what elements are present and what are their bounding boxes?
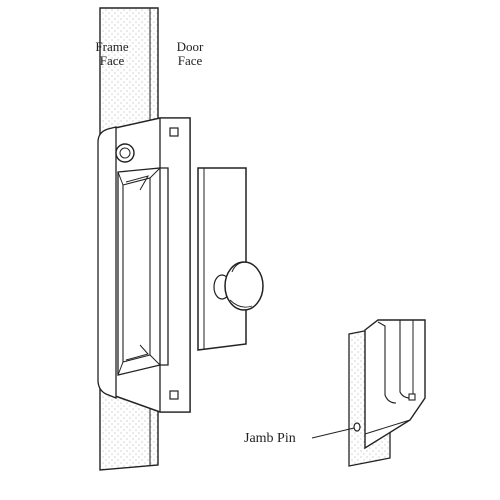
door-face-label: Door Face <box>176 39 204 68</box>
knob-shadow-line <box>229 299 253 308</box>
square-hole-bottom <box>169 390 179 400</box>
jamb-pin-leader <box>311 427 355 439</box>
knob-rose-plate <box>197 167 247 351</box>
knob <box>224 261 264 311</box>
strike-pocket-inner <box>122 177 151 363</box>
pocket-bevel-1 <box>117 171 124 186</box>
pocket-bevel-3 <box>149 354 161 366</box>
detail-plate <box>364 319 426 450</box>
square-hole-top <box>169 127 179 137</box>
screw-hole-inner <box>119 147 131 159</box>
pocket-chevron-top <box>125 175 150 191</box>
pocket-chevron-bottom <box>125 344 149 361</box>
pocket-bevel-2 <box>149 167 161 179</box>
plate-flange <box>97 126 117 399</box>
detail-plate-base <box>364 419 411 448</box>
jamb-pin <box>353 422 361 432</box>
knob-highlight <box>231 261 247 273</box>
detail-square-hole <box>408 393 416 401</box>
frame-face-label: Frame Face <box>95 39 129 68</box>
pocket-bevel-4 <box>117 361 124 376</box>
detail-plate-channel <box>377 321 397 404</box>
jamb-pin-label: Jamb Pin <box>244 431 296 446</box>
